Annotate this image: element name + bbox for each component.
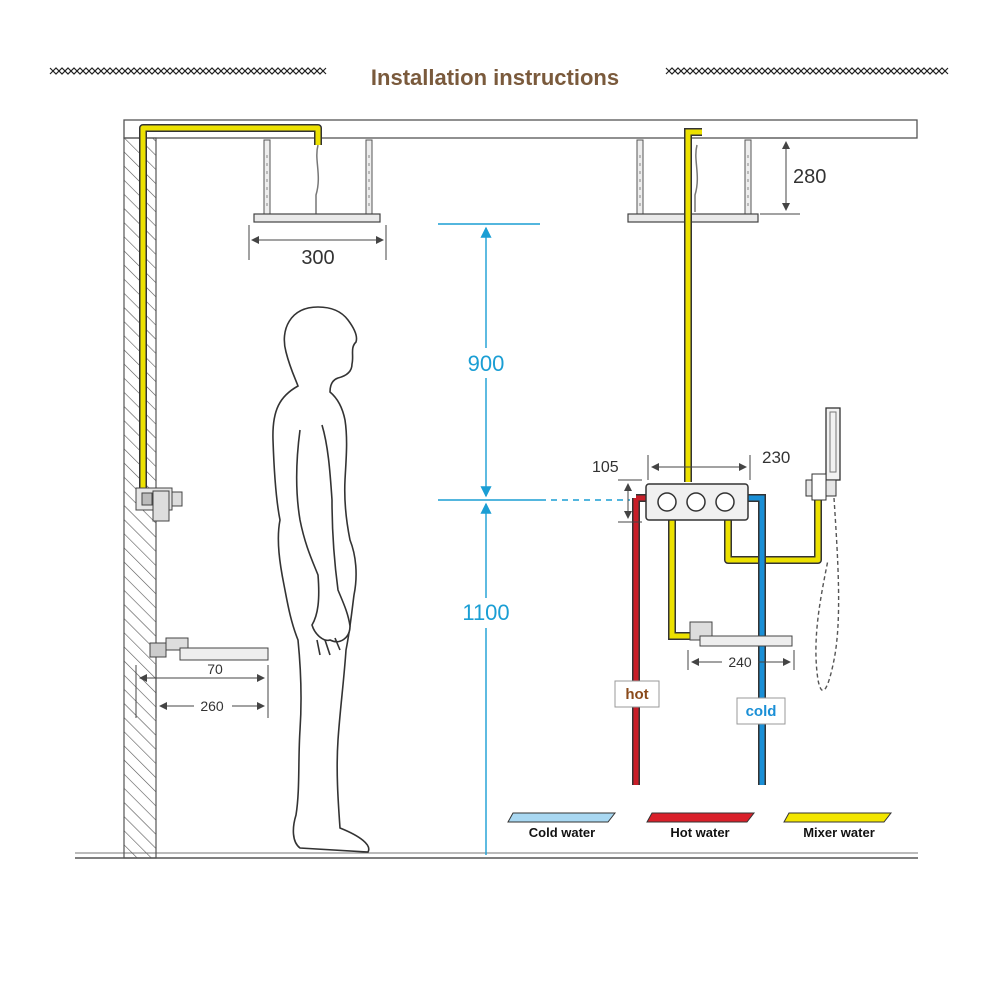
valve-dimensions: 230 105: [592, 448, 790, 523]
title-bar: Installation instructions: [49, 65, 949, 90]
dim-valve-offset: 105: [592, 459, 619, 476]
human-figure: [272, 306, 370, 853]
dim-ceiling-drop: 280: [793, 166, 826, 188]
legend-item-mixer: Mixer water: [783, 812, 893, 840]
valve-knob-3: [715, 492, 735, 512]
hand-shower: [805, 407, 841, 692]
dim-shower-head-width: 300: [301, 247, 334, 269]
dim-spout-from-wall: 260: [200, 698, 224, 714]
left-rain-shower-head: 300: [248, 139, 387, 269]
cold-label-text: cold: [746, 703, 777, 720]
room-structure: [75, 119, 918, 859]
ceiling: [123, 119, 918, 139]
dim-spout-side: 240: [728, 654, 752, 670]
hot-pipe-label: hot: [614, 680, 660, 708]
right-spout: 240: [687, 621, 795, 670]
left-wall-spout: 70 260: [135, 637, 269, 718]
page-title: Installation instructions: [371, 65, 619, 90]
cold-pipe-label: cold: [736, 697, 786, 725]
legend-label-hot: Hot water: [670, 825, 729, 840]
zigzag-left-ornament: [49, 67, 327, 75]
legend-label-cold: Cold water: [529, 825, 595, 840]
valve-knob-2: [686, 492, 706, 512]
right-rain-shower-head: 280: [627, 137, 826, 223]
dim-head-above-valve: 900: [468, 351, 505, 376]
legend-item-cold: Cold water: [507, 812, 617, 840]
dim-valve-to-handshower: 230: [762, 448, 790, 467]
legend: Cold water Hot water Mixer water: [507, 812, 893, 840]
valve-knob-1: [657, 492, 677, 512]
dim-spout-small: 70: [207, 661, 223, 677]
right-pipes: [632, 128, 822, 785]
legend-label-mixer: Mixer water: [803, 825, 875, 840]
left-wall-valve: [135, 487, 183, 522]
height-dimensions: 900 1100: [438, 223, 630, 855]
left-mixer-pipe: [139, 124, 322, 490]
hot-label-text: hot: [625, 686, 648, 703]
thermostatic-valve: [645, 483, 749, 521]
legend-item-hot: Hot water: [646, 812, 756, 840]
dim-valve-height: 1100: [462, 600, 509, 625]
